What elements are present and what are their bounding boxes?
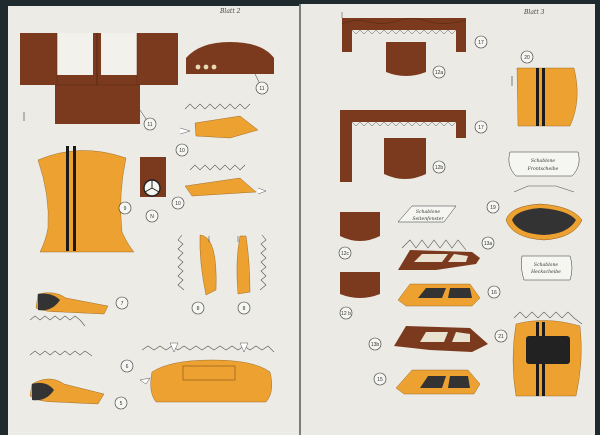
- part-label-16: 16: [491, 290, 497, 296]
- left-page-header: Blatt 2: [219, 8, 241, 15]
- part-label-13b: 13b: [371, 342, 380, 348]
- template-front-windscreen: Schablone Frontscheibe: [508, 151, 580, 177]
- part-13a-side-frame: 13a: [398, 236, 495, 270]
- part-11-roof-panel: 11: [20, 33, 178, 131]
- part-12d-panel: 12 b: [339, 272, 380, 320]
- part-label-10a: 10: [179, 148, 185, 154]
- part-label-19: 19: [490, 205, 496, 211]
- part-label-17a: 17: [478, 40, 484, 46]
- part-label-15: 15: [377, 377, 383, 383]
- part-n-steering-wheel: N: [140, 157, 166, 223]
- part-label-8a: 8: [197, 306, 200, 312]
- part-13b-side-frame: 13b: [368, 326, 488, 352]
- part-7-seat: 7: [29, 292, 129, 357]
- right-page-header: Blatt 3: [523, 9, 545, 16]
- part-19-rear-window: 19: [486, 185, 583, 241]
- part-label-11: 11: [147, 122, 152, 128]
- template-rear-line1: Schablone: [534, 262, 559, 268]
- part-5-seat: 5: [29, 378, 128, 410]
- part-16-side-windows: 16: [397, 283, 501, 307]
- part-label-13a: 13a: [484, 241, 493, 247]
- part-8-fenders: 8 8: [177, 234, 267, 315]
- part-label-11b: 11: [259, 86, 264, 92]
- part-label-6: 6: [126, 364, 129, 370]
- template-side-line1: Schablone: [416, 209, 441, 215]
- part-12c-panel: 12c: [338, 212, 380, 260]
- part-label-12a: 12a: [435, 70, 444, 76]
- part-label-12b: 12b: [435, 165, 444, 171]
- part-label-12d: 12 b: [341, 311, 351, 317]
- part-label-8b: 8: [243, 306, 246, 312]
- part-label-9: 9: [124, 206, 127, 212]
- part-20-door: 20: [511, 50, 578, 127]
- template-front-line1: Schablone: [531, 158, 556, 164]
- part-label-7: 7: [121, 301, 124, 307]
- template-rear-window: Schablone Heckscheibe: [521, 255, 573, 281]
- part-21-rear-body: 21: [494, 311, 583, 397]
- part-11-dashboard: 11: [186, 42, 274, 95]
- part-6-rear-body: 6: [120, 342, 275, 403]
- part-label-10b: 10: [175, 201, 181, 207]
- part-label-5: 5: [120, 401, 123, 407]
- part-label-12c: 12c: [341, 251, 350, 257]
- part-17-front-frame: 17 12a: [341, 12, 488, 79]
- template-side-window: Schablone Seitenfenster: [397, 205, 457, 223]
- template-front-line2: Frontscheibe: [527, 166, 559, 172]
- part-10-flanges: 10 10: [171, 103, 267, 210]
- part-17-rear-frame: 17 12b: [340, 110, 488, 182]
- part-label-20: 20: [524, 55, 530, 61]
- part-label-17b: 17: [478, 125, 484, 131]
- part-15-side-windows: 15: [373, 369, 481, 395]
- template-rear-line2: Heckscheibe: [530, 269, 561, 275]
- template-side-line2: Seitenfenster: [412, 216, 444, 222]
- part-9-hood: 9: [37, 146, 135, 253]
- part-label-n: N: [150, 214, 154, 220]
- part-label-21: 21: [498, 334, 504, 340]
